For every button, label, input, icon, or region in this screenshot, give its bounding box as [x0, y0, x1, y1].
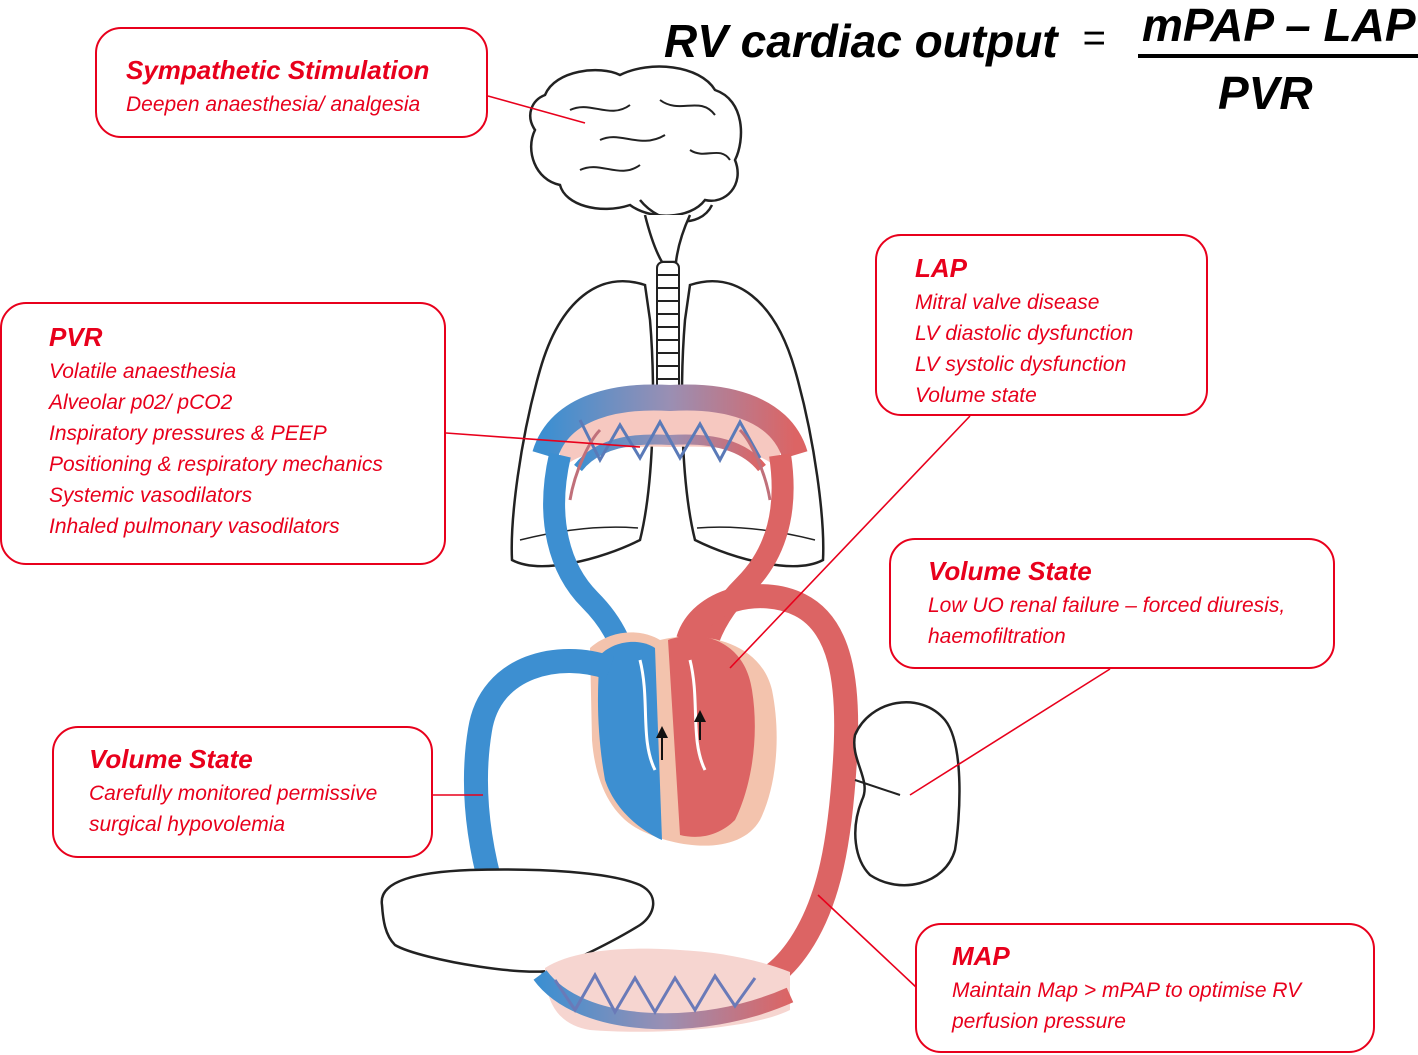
pvr-line: Inhaled pulmonary vasodilators: [49, 515, 340, 538]
sympathetic-box: Sympathetic Stimulation Deepen anaesthes…: [95, 27, 488, 138]
connector-lines: [433, 95, 1111, 989]
sympathetic-title: Sympathetic Stimulation: [126, 55, 430, 85]
formula-lhs: RV cardiac output: [664, 15, 1058, 67]
systemic-capillaries: [533, 948, 794, 1032]
brain-icon: [529, 65, 743, 264]
volume-right-line: haemofiltration: [928, 625, 1066, 648]
trachea-icon: [656, 261, 680, 408]
map-line: Maintain Map > mPAP to optimise RV: [952, 979, 1302, 1002]
heart-icon: [590, 632, 777, 846]
pulmonary-circulation: [532, 384, 808, 501]
lap-line: LV diastolic dysfunction: [915, 322, 1134, 345]
map-box: MAP Maintain Map > mPAP to optimise RV p…: [915, 923, 1375, 1053]
pvr-line: Positioning & respiratory mechanics: [49, 453, 383, 476]
lap-line: LV systolic dysfunction: [915, 353, 1127, 376]
liver-icon: [380, 868, 655, 973]
pvr-line: Inspiratory pressures & PEEP: [49, 422, 327, 445]
sympathetic-line: Deepen anaesthesia/ analgesia: [126, 93, 421, 116]
lap-title: LAP: [915, 253, 967, 283]
fraction-bar: [1138, 54, 1418, 58]
pvr-box: PVR Volatile anaesthesia Alveolar p02/ p…: [0, 302, 446, 565]
kidney-icon: [853, 701, 961, 887]
aorta: [676, 584, 859, 1002]
pvr-title: PVR: [49, 322, 103, 352]
pvr-line: Volatile anaesthesia: [49, 360, 237, 383]
formula-equals: =: [1082, 16, 1106, 60]
formula-numerator: mPAP – LAP: [1142, 0, 1416, 51]
volume-right-line: Low UO renal failure – forced diuresis,: [928, 594, 1286, 617]
volume-state-right-box: Volume State Low UO renal failure – forc…: [889, 538, 1335, 669]
pvr-line: Alveolar p02/ pCO2: [49, 391, 233, 414]
pvr-line: Systemic vasodilators: [49, 484, 253, 507]
map-title: MAP: [952, 941, 1010, 971]
map-line: perfusion pressure: [952, 1010, 1126, 1033]
formula-denominator: PVR: [1218, 67, 1313, 119]
rv-output-formula: RV cardiac output = mPAP – LAP PVR: [664, 0, 1418, 122]
lap-box: LAP Mitral valve disease LV diastolic dy…: [875, 234, 1208, 416]
volume-state-left-box: Volume State Carefully monitored permiss…: [52, 726, 433, 858]
pulmonary-vein: [694, 453, 794, 654]
lap-line: Volume state: [915, 384, 1037, 407]
volume-left-line: Carefully monitored permissive: [89, 782, 378, 805]
volume-left-line: surgical hypovolemia: [89, 813, 286, 836]
lap-line: Mitral valve disease: [915, 291, 1100, 314]
volume-left-title: Volume State: [89, 744, 253, 774]
volume-right-title: Volume State: [928, 556, 1092, 586]
